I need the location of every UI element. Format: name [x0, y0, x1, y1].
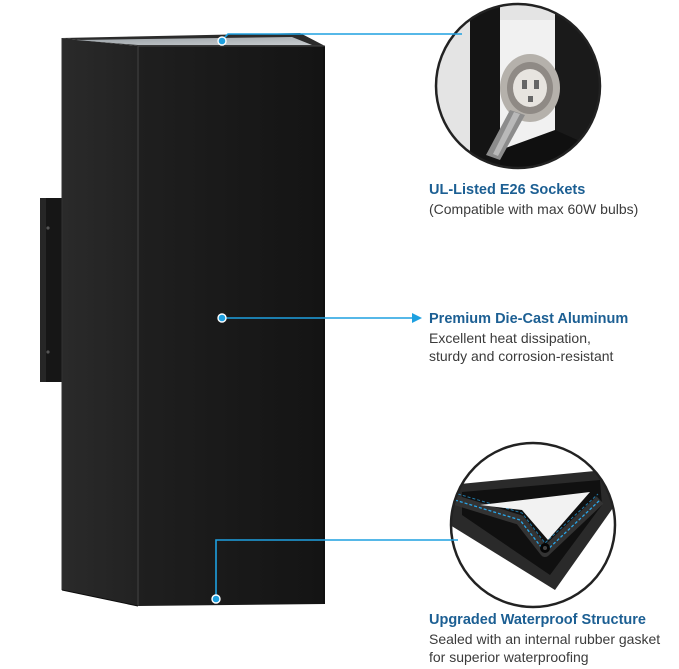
dot-waterproof [211, 594, 221, 604]
callout-line: for superior waterproofing [429, 649, 589, 665]
callout-aluminum: Premium Die-Cast Aluminum Excellent heat… [429, 309, 679, 365]
leader-line-waterproof [215, 539, 458, 598]
callout-line: sturdy and corrosion-resistant [429, 348, 614, 364]
gasket-closeup-image [449, 441, 617, 609]
arrow-aluminum-icon [412, 313, 422, 323]
callout-line: (Compatible with max 60W bulbs) [429, 201, 639, 217]
callout-line: Excellent heat dissipation, [429, 330, 591, 346]
callout-sockets: UL-Listed E26 Sockets (Compatible with m… [429, 180, 679, 218]
dot-sockets [217, 36, 227, 46]
callout-title: UL-Listed E26 Sockets [429, 182, 586, 198]
wall-light-fixture-image [40, 33, 325, 607]
callout-description: Sealed with an internal rubber gasket fo… [429, 630, 679, 666]
callout-description: (Compatible with max 60W bulbs) [429, 200, 679, 218]
dot-aluminum [217, 313, 227, 323]
socket-closeup-image [434, 2, 602, 170]
callout-description: Excellent heat dissipation, sturdy and c… [429, 329, 679, 365]
callout-dots [211, 36, 422, 604]
callout-line: Sealed with an internal rubber gasket [429, 631, 661, 647]
callout-title: Premium Die-Cast Aluminum [429, 311, 629, 327]
callout-title: Upgraded Waterproof Structure [429, 612, 646, 628]
callout-waterproof: Upgraded Waterproof Structure Sealed wit… [429, 610, 679, 666]
